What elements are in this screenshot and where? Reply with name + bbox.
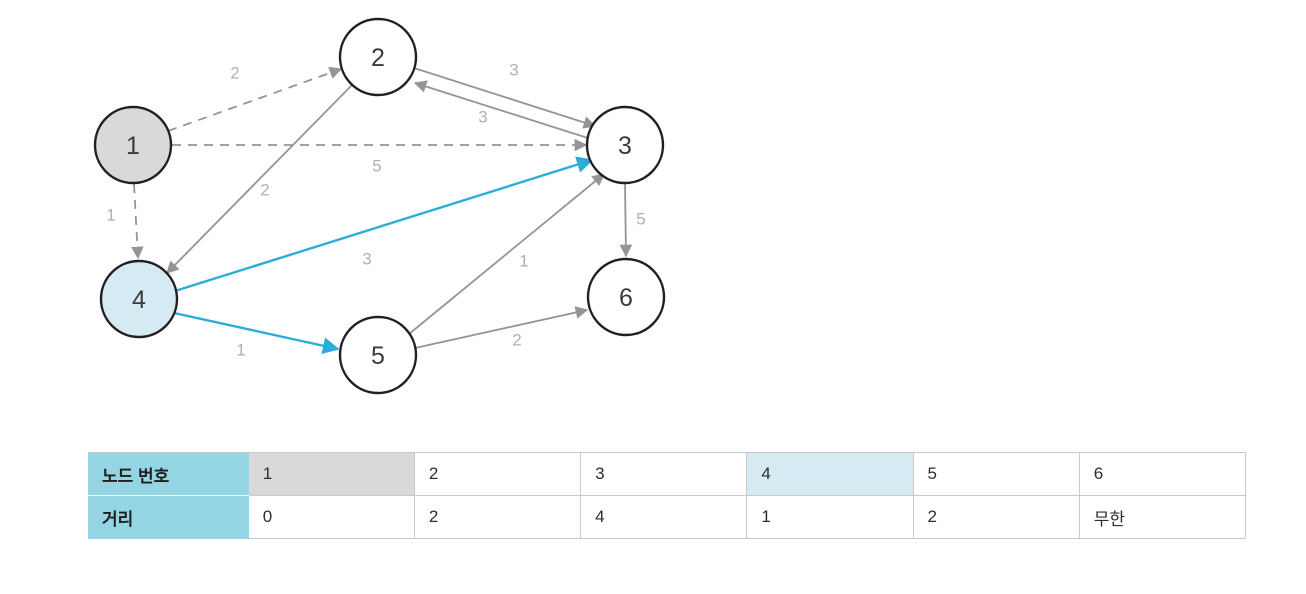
edge-weight-2-3: 3 bbox=[509, 61, 518, 80]
node-1-label: 1 bbox=[126, 132, 140, 160]
node-6-label: 6 bbox=[619, 284, 633, 312]
graph-diagram: 2 5 1 2 3 3 5 3 1 1 2 1 2 bbox=[0, 0, 720, 430]
edge-weight-2-4: 2 bbox=[260, 181, 269, 200]
cell-node-5: 5 bbox=[913, 452, 1080, 496]
cell-distance-3: 4 bbox=[580, 495, 748, 539]
node-4-circle[interactable] bbox=[99, 259, 179, 339]
table-row: 거리 0 2 4 1 2 무한 bbox=[88, 495, 1247, 539]
edge-3-6 bbox=[619, 183, 633, 258]
row-header-node-number: 노드 번호 bbox=[88, 452, 249, 496]
edge-5-6 bbox=[414, 306, 589, 349]
cell-node-1: 1 bbox=[248, 452, 415, 496]
node-4-label: 4 bbox=[132, 286, 146, 314]
cell-distance-5: 2 bbox=[913, 495, 1080, 539]
node-1-circle[interactable] bbox=[93, 105, 173, 185]
edge-weight-4-3: 3 bbox=[362, 250, 371, 269]
edge-group bbox=[131, 66, 633, 354]
cell-node-2: 2 bbox=[414, 452, 582, 496]
node-3-circle[interactable] bbox=[585, 105, 665, 185]
cell-distance-1: 0 bbox=[248, 495, 415, 539]
edge-1-4 bbox=[131, 183, 144, 260]
node-6[interactable]: 6 bbox=[586, 257, 666, 337]
node-2-label: 2 bbox=[371, 44, 385, 72]
distance-table-container: 노드 번호 1 2 3 4 5 6 거리 0 2 4 1 2 무한 bbox=[88, 452, 1247, 539]
edge-weight-1-4: 1 bbox=[106, 206, 115, 225]
edge-weight-group: 2 5 1 2 3 3 5 3 1 1 2 bbox=[106, 61, 645, 360]
edge-weight-3-6: 5 bbox=[636, 210, 645, 229]
node-5-circle[interactable] bbox=[338, 315, 418, 395]
node-3-label: 3 bbox=[618, 132, 632, 160]
edge-weight-5-6: 2 bbox=[512, 331, 521, 350]
node-group: 1 2 3 4 5 bbox=[93, 17, 666, 395]
node-3[interactable]: 3 bbox=[585, 105, 665, 185]
node-2[interactable]: 2 bbox=[338, 17, 418, 97]
cell-distance-2: 2 bbox=[414, 495, 582, 539]
node-2-circle[interactable] bbox=[338, 17, 418, 97]
edge-4-3 bbox=[174, 156, 594, 293]
cell-distance-6: 무한 bbox=[1079, 495, 1247, 539]
node-4[interactable]: 4 bbox=[99, 259, 179, 339]
edge-2-3 bbox=[413, 67, 597, 129]
edge-weight-5-3: 1 bbox=[519, 252, 528, 271]
edge-4-5 bbox=[173, 311, 340, 354]
cell-distance-4: 1 bbox=[746, 495, 914, 539]
node-5[interactable]: 5 bbox=[338, 315, 418, 395]
distance-table: 노드 번호 1 2 3 4 5 6 거리 0 2 4 1 2 무한 bbox=[88, 452, 1247, 539]
edge-3-2 bbox=[413, 80, 592, 140]
node-1[interactable]: 1 bbox=[93, 105, 173, 185]
row-header-distance: 거리 bbox=[88, 495, 249, 539]
node-5-label: 5 bbox=[371, 342, 385, 370]
edge-2-4 bbox=[166, 84, 353, 274]
edge-5-3 bbox=[408, 173, 605, 335]
table-row: 노드 번호 1 2 3 4 5 6 bbox=[88, 452, 1247, 496]
edge-weight-3-2: 3 bbox=[478, 108, 487, 127]
cell-node-6: 6 bbox=[1079, 452, 1247, 496]
node-6-circle[interactable] bbox=[586, 257, 666, 337]
edge-weight-1-2: 2 bbox=[230, 64, 239, 83]
cell-node-4: 4 bbox=[746, 452, 914, 496]
cell-node-3: 3 bbox=[580, 452, 748, 496]
graph-canvas: 2 5 1 2 3 3 5 3 1 1 2 1 2 bbox=[93, 17, 666, 395]
edge-weight-1-3: 5 bbox=[372, 157, 381, 176]
edge-weight-4-5: 1 bbox=[236, 341, 245, 360]
